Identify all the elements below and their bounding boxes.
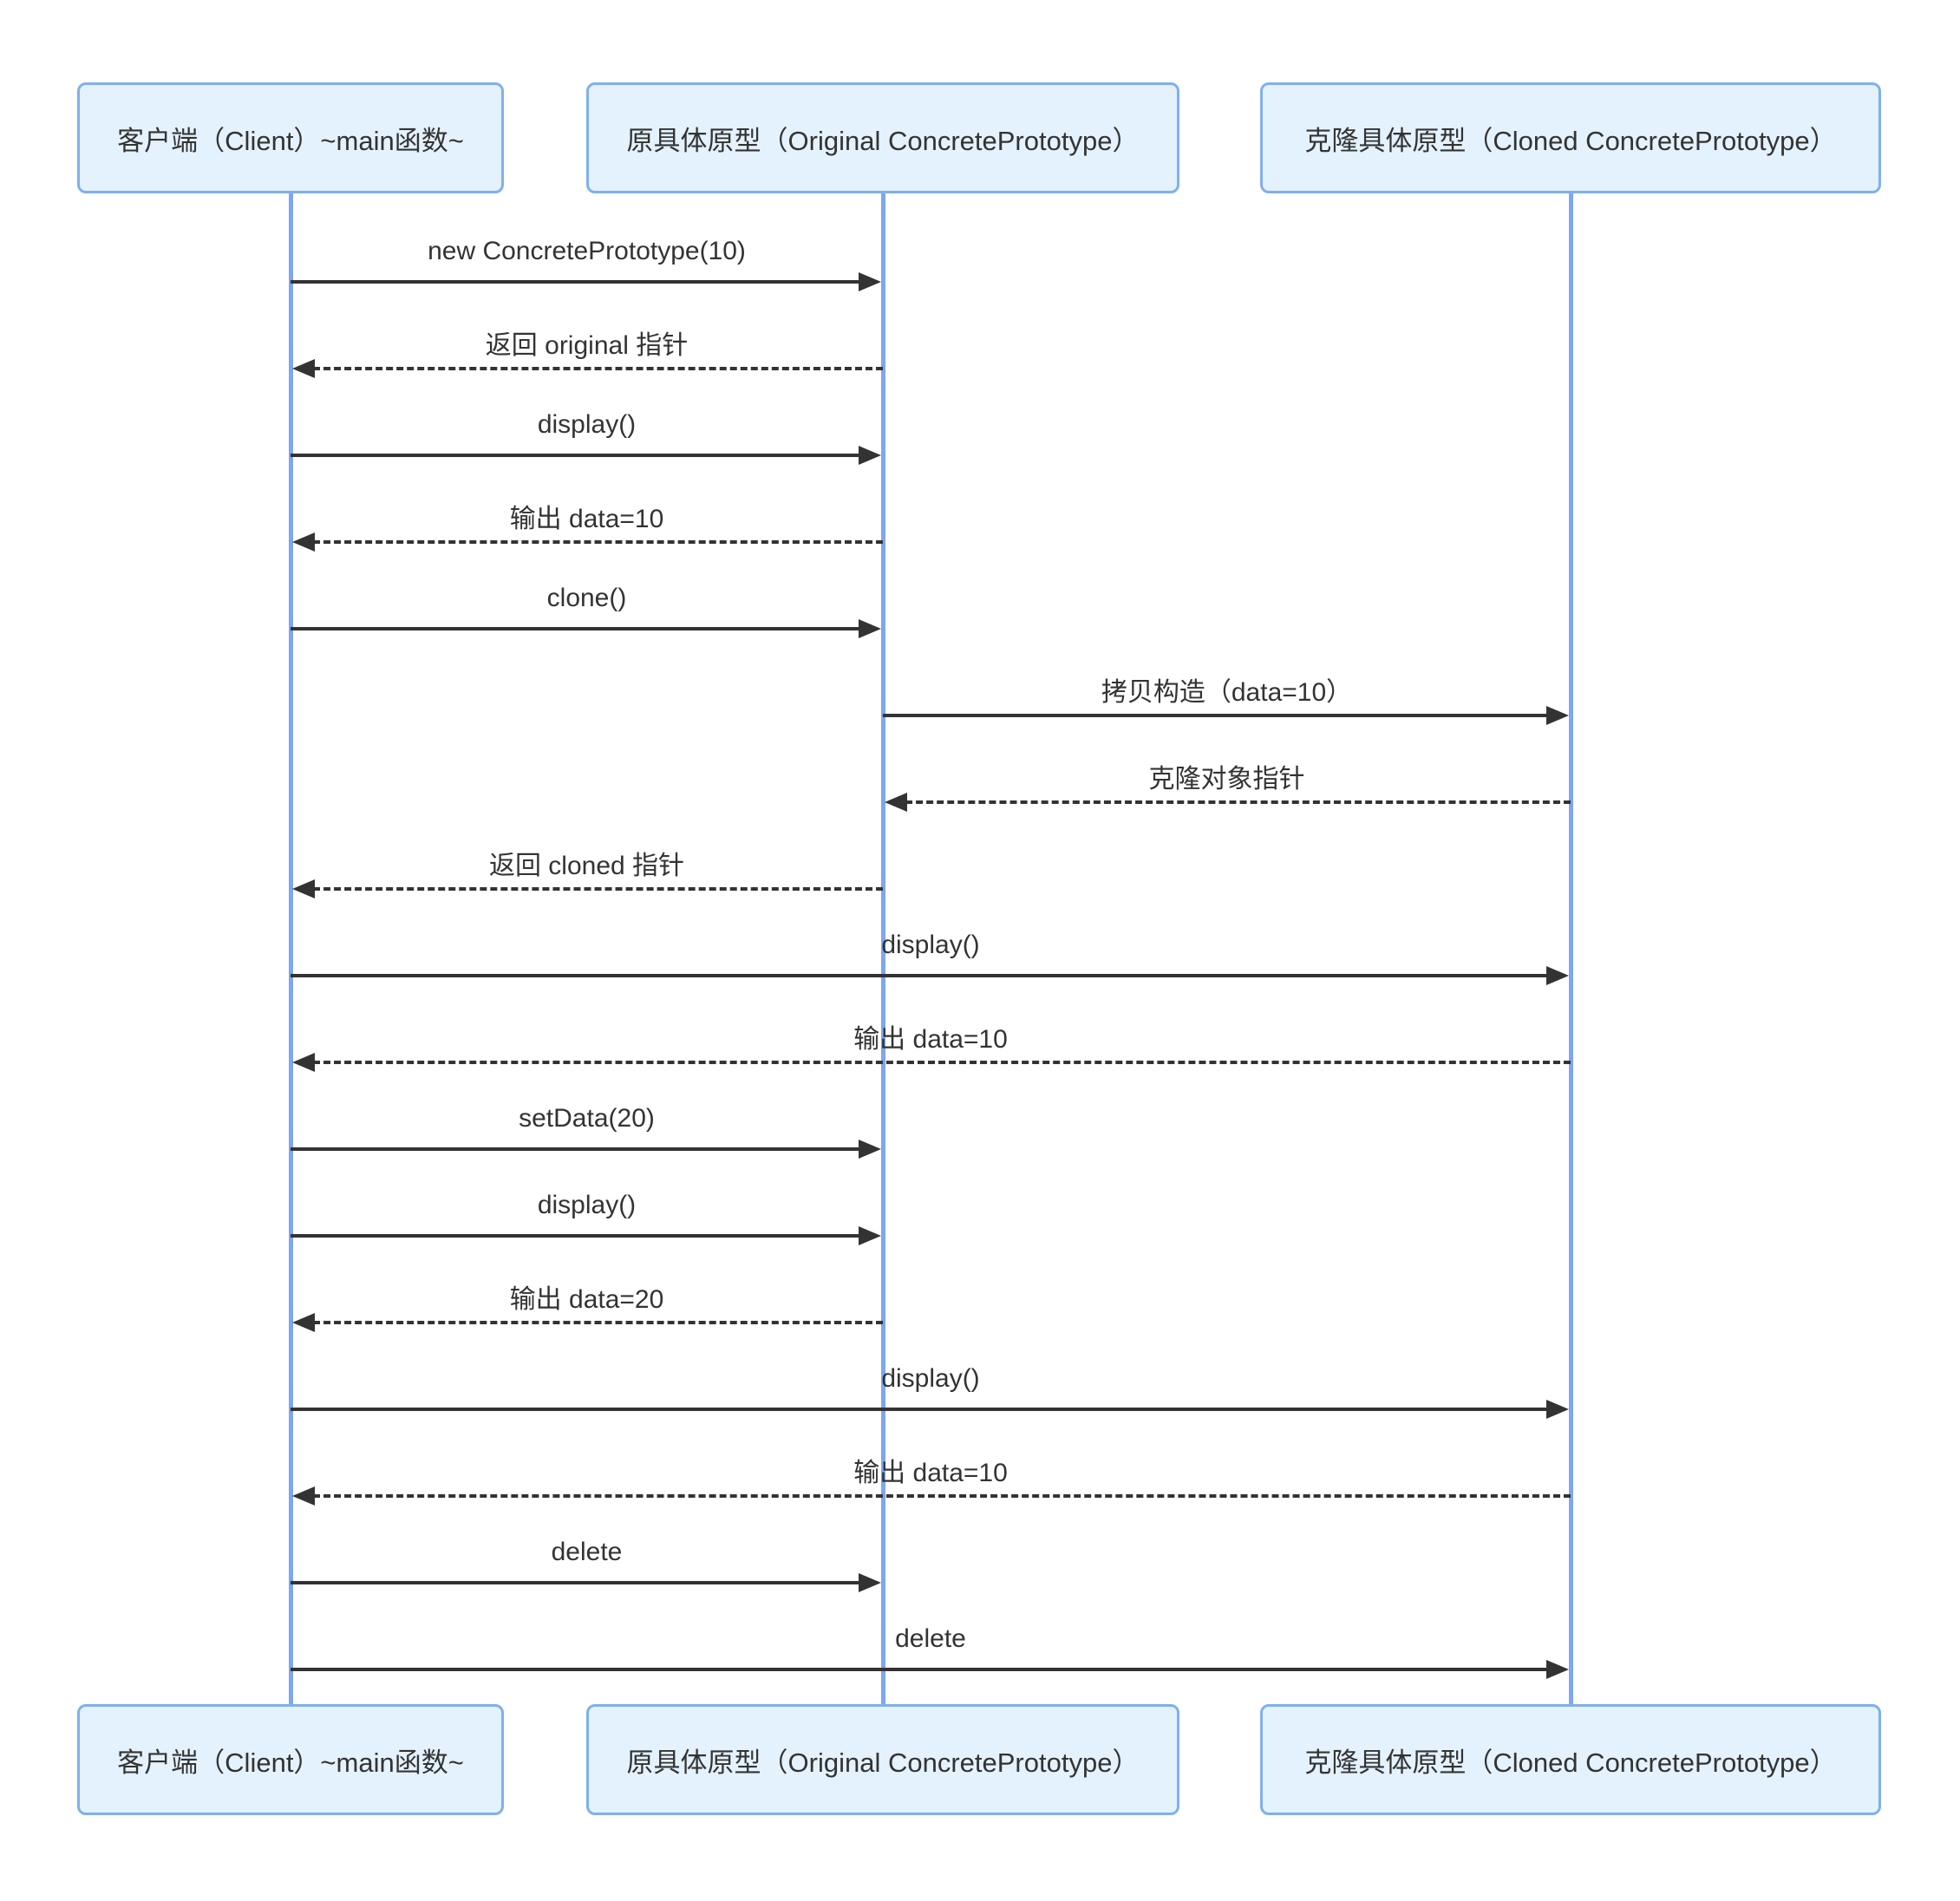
arrowhead-icon — [1546, 1400, 1569, 1419]
message-label: 输出 data=20 — [509, 1285, 664, 1314]
participant-label: 客户端（Client）~main函数~ — [117, 125, 464, 156]
message-label: 返回 original 指针 — [485, 331, 689, 360]
message-line — [291, 974, 1558, 977]
message-label: clone() — [546, 584, 627, 612]
message-line — [291, 1668, 1558, 1671]
arrowhead-icon — [1546, 1660, 1569, 1679]
message-line — [291, 454, 871, 457]
message-label: 返回 cloned 指针 — [488, 852, 685, 880]
message-label: delete — [551, 1538, 623, 1566]
arrowhead-icon — [1546, 706, 1569, 725]
participant-box-original-top: 原具体原型（Original ConcretePrototype） — [586, 82, 1179, 193]
message-line — [291, 627, 871, 630]
lifeline-client — [289, 192, 293, 1707]
message-label: 输出 data=10 — [509, 505, 664, 533]
message-line — [303, 887, 883, 891]
message-label: 克隆对象指针 — [1148, 765, 1305, 794]
message-line — [303, 367, 883, 370]
message-label: 输出 data=10 — [853, 1025, 1008, 1054]
arrowhead-icon — [859, 1140, 881, 1159]
arrowhead-icon — [292, 1313, 315, 1332]
participant-label: 克隆具体原型（Cloned ConcretePrototype） — [1304, 1747, 1837, 1778]
message-line — [303, 540, 883, 544]
message-label: 输出 data=10 — [853, 1459, 1008, 1487]
participant-box-cloned-bottom: 克隆具体原型（Cloned ConcretePrototype） — [1260, 1704, 1881, 1815]
message-label: display() — [537, 410, 637, 439]
arrowhead-icon — [859, 272, 881, 291]
lifeline-cloned — [1569, 192, 1573, 1707]
message-label: display() — [881, 1364, 980, 1393]
arrowhead-icon — [1546, 966, 1569, 985]
message-line — [303, 1061, 1571, 1064]
message-label: 拷贝构造（data=10） — [1101, 678, 1353, 707]
arrowhead-icon — [292, 879, 315, 898]
message-line — [895, 800, 1571, 804]
message-line — [883, 714, 1558, 717]
message-label: new ConcretePrototype(10) — [428, 237, 746, 265]
participant-box-client-bottom: 客户端（Client）~main函数~ — [77, 1704, 504, 1815]
arrowhead-icon — [292, 1486, 315, 1506]
arrowhead-icon — [859, 1573, 881, 1592]
participant-label: 克隆具体原型（Cloned ConcretePrototype） — [1304, 125, 1837, 156]
arrowhead-icon — [859, 619, 881, 638]
message-line — [291, 1408, 1558, 1411]
message-line — [291, 1581, 871, 1584]
participant-box-cloned-top: 克隆具体原型（Cloned ConcretePrototype） — [1260, 82, 1881, 193]
participant-box-original-bottom: 原具体原型（Original ConcretePrototype） — [586, 1704, 1179, 1815]
message-label: display() — [881, 931, 980, 959]
arrowhead-icon — [859, 446, 881, 465]
message-label: display() — [537, 1191, 637, 1219]
arrowhead-icon — [859, 1226, 881, 1245]
participant-label: 原具体原型（Original ConcretePrototype） — [626, 125, 1140, 156]
message-line — [303, 1494, 1571, 1498]
participant-box-client-top: 客户端（Client）~main函数~ — [77, 82, 504, 193]
message-line — [291, 1234, 871, 1238]
arrowhead-icon — [292, 1053, 315, 1072]
lifeline-original — [881, 192, 885, 1707]
participant-label: 客户端（Client）~main函数~ — [117, 1747, 464, 1778]
message-label: delete — [895, 1624, 966, 1653]
message-line — [291, 280, 871, 284]
arrowhead-icon — [292, 532, 315, 552]
message-line — [291, 1147, 871, 1151]
arrowhead-icon — [885, 793, 907, 812]
participant-label: 原具体原型（Original ConcretePrototype） — [626, 1747, 1140, 1778]
message-line — [303, 1321, 883, 1324]
arrowhead-icon — [292, 359, 315, 378]
message-label: setData(20) — [519, 1104, 655, 1133]
